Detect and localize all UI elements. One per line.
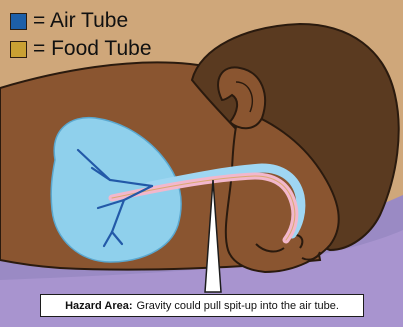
- caption-label: Hazard Area:: [65, 300, 132, 312]
- legend: = Air Tube = Food Tube: [10, 9, 152, 65]
- legend-item-food-tube: = Food Tube: [10, 37, 152, 61]
- caption-text: Gravity could pull spit-up into the air …: [137, 300, 339, 312]
- food-tube-label: = Food Tube: [33, 37, 152, 61]
- air-tube-swatch: [10, 13, 27, 30]
- food-tube-swatch: [10, 41, 27, 58]
- hazard-caption: Hazard Area: Gravity could pull spit-up …: [40, 294, 364, 317]
- air-tube-label: = Air Tube: [33, 9, 128, 33]
- legend-item-air-tube: = Air Tube: [10, 9, 152, 33]
